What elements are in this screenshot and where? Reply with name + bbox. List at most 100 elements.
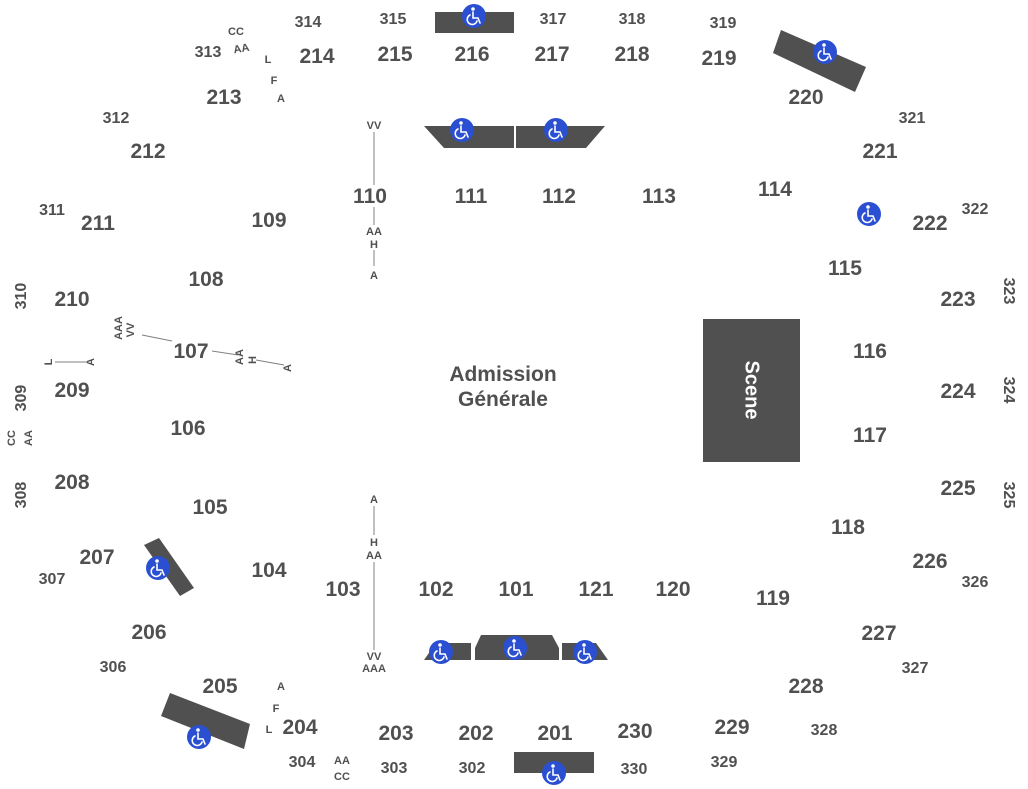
section-207[interactable]: 207 (79, 546, 114, 569)
section-103[interactable]: 103 (325, 578, 360, 601)
section-322[interactable]: 322 (962, 201, 989, 218)
section-229[interactable]: 229 (714, 716, 749, 739)
section-117[interactable]: 117 (853, 424, 887, 447)
section-324[interactable]: 324 (1000, 377, 1017, 404)
section-224[interactable]: 224 (940, 380, 975, 403)
wheelchair-icon (461, 3, 487, 29)
section-203[interactable]: 203 (378, 722, 413, 745)
row-label: L (265, 54, 272, 66)
section-219[interactable]: 219 (701, 47, 736, 70)
section-114[interactable]: 114 (758, 178, 792, 201)
section-111[interactable]: 111 (455, 185, 488, 208)
row-label: H (370, 537, 378, 549)
section-328[interactable]: 328 (811, 722, 838, 739)
section-105[interactable]: 105 (192, 496, 227, 519)
upper-sections: 302 303 304 306 307 308 309 310 311 312 … (13, 11, 1017, 778)
section-206[interactable]: 206 (131, 621, 166, 644)
accessible-platform-205 (161, 693, 250, 749)
section-309[interactable]: 309 (13, 385, 30, 412)
section-116[interactable]: 116 (853, 340, 887, 363)
section-228[interactable]: 228 (788, 675, 823, 698)
wheelchair-icon (543, 117, 569, 143)
section-205[interactable]: 205 (202, 675, 237, 698)
row-label: VV (125, 322, 137, 337)
section-321[interactable]: 321 (899, 110, 926, 127)
section-330[interactable]: 330 (621, 761, 648, 778)
section-215[interactable]: 215 (377, 43, 412, 66)
section-329[interactable]: 329 (711, 754, 738, 771)
section-302[interactable]: 302 (459, 760, 486, 777)
section-318[interactable]: 318 (619, 11, 646, 28)
section-112[interactable]: 112 (542, 185, 576, 208)
section-323[interactable]: 323 (1000, 278, 1017, 305)
section-118[interactable]: 118 (831, 516, 865, 539)
wheelchair-icon (502, 635, 528, 661)
section-313[interactable]: 313 (195, 44, 222, 61)
section-101[interactable]: 101 (498, 578, 533, 601)
section-230[interactable]: 230 (617, 720, 652, 743)
section-217[interactable]: 217 (534, 43, 569, 66)
section-107[interactable]: 107 (173, 340, 208, 363)
section-325[interactable]: 325 (1000, 482, 1017, 509)
section-120[interactable]: 120 (655, 578, 690, 601)
section-121[interactable]: 121 (578, 578, 613, 601)
wheelchair-icon (541, 760, 567, 786)
section-327[interactable]: 327 (902, 660, 929, 677)
section-201[interactable]: 201 (537, 722, 572, 745)
section-319[interactable]: 319 (710, 15, 737, 32)
section-307[interactable]: 307 (39, 571, 66, 588)
section-223[interactable]: 223 (940, 288, 975, 311)
wheelchair-icon (145, 555, 171, 581)
section-225[interactable]: 225 (940, 477, 975, 500)
section-210[interactable]: 210 (54, 288, 89, 311)
section-106[interactable]: 106 (170, 417, 205, 440)
general-admission-label: Admission (449, 363, 556, 386)
section-312[interactable]: 312 (103, 110, 130, 127)
section-226[interactable]: 226 (912, 550, 947, 573)
wheelchair-icon (812, 39, 838, 65)
section-311[interactable]: 311 (39, 202, 65, 219)
section-308[interactable]: 308 (13, 482, 30, 509)
section-104[interactable]: 104 (251, 559, 286, 582)
section-109[interactable]: 109 (251, 209, 286, 232)
row-label: CC (228, 26, 244, 38)
section-304[interactable]: 304 (289, 754, 316, 771)
row-label: AA (366, 226, 382, 238)
section-216[interactable]: 216 (454, 43, 489, 66)
row-label: F (273, 703, 280, 715)
section-306[interactable]: 306 (100, 659, 127, 676)
section-214[interactable]: 214 (299, 45, 334, 68)
section-315[interactable]: 315 (380, 11, 407, 28)
section-113[interactable]: 113 (642, 185, 676, 208)
section-115[interactable]: 115 (828, 257, 862, 280)
row-label: AAA (362, 663, 386, 675)
section-212[interactable]: 212 (130, 140, 165, 163)
row-label: VV (367, 651, 382, 663)
section-227[interactable]: 227 (861, 622, 896, 645)
section-204[interactable]: 204 (282, 716, 317, 739)
section-317[interactable]: 317 (540, 11, 567, 28)
section-314[interactable]: 314 (295, 14, 322, 31)
section-303[interactable]: 303 (381, 760, 408, 777)
wheelchair-icon (449, 117, 475, 143)
general-admission-label-line2: Générale (458, 388, 548, 411)
section-213[interactable]: 213 (206, 86, 241, 109)
section-218[interactable]: 218 (614, 43, 649, 66)
section-102[interactable]: 102 (418, 578, 453, 601)
section-211[interactable]: 211 (81, 212, 115, 235)
section-110[interactable]: 110 (353, 185, 387, 208)
section-326[interactable]: 326 (962, 574, 989, 591)
section-220[interactable]: 220 (788, 86, 823, 109)
section-209[interactable]: 209 (54, 379, 89, 402)
section-108[interactable]: 108 (188, 268, 223, 291)
stage: Scene (703, 319, 800, 462)
section-222[interactable]: 222 (912, 212, 947, 235)
section-208[interactable]: 208 (54, 471, 89, 494)
wheelchair-icon (572, 639, 598, 665)
section-202[interactable]: 202 (458, 722, 493, 745)
section-221[interactable]: 221 (862, 140, 897, 163)
row-label: L (266, 724, 273, 736)
section-119[interactable]: 119 (756, 587, 790, 610)
section-310[interactable]: 310 (13, 283, 30, 310)
